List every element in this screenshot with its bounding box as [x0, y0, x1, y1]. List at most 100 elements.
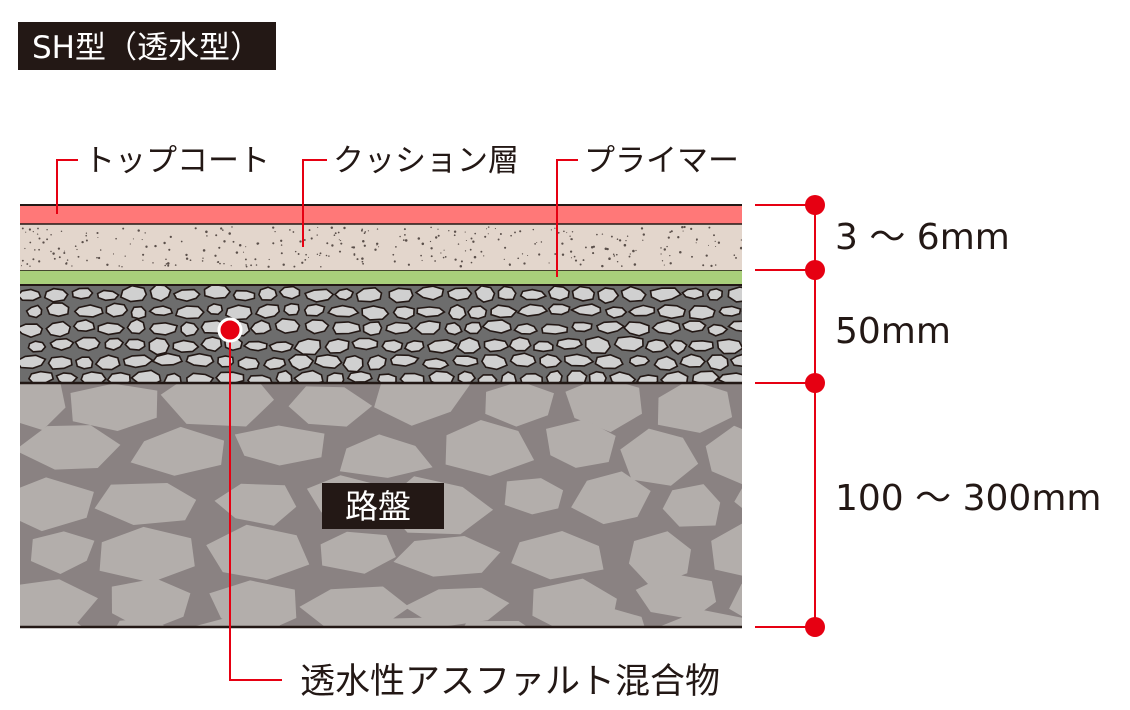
cushion-speckle: [330, 226, 334, 229]
cushion-speckle: [714, 240, 716, 242]
cushion-speckle: [26, 263, 29, 265]
asphalt-pebble: [148, 337, 171, 356]
asphalt-pebble: [463, 321, 483, 335]
cushion-speckle: [454, 258, 457, 261]
roadbed-stone: [20, 579, 98, 627]
cushion-speckle: [293, 265, 296, 268]
cushion-speckle: [574, 259, 578, 262]
cushion-speckle: [356, 258, 359, 261]
asphalt-pebble: [237, 356, 260, 371]
asphalt-pebble: [399, 372, 425, 383]
asphalt-pebble: [105, 302, 129, 318]
asphalt-pebble: [224, 304, 253, 321]
cushion-speckle: [274, 230, 276, 233]
cushion-speckle: [579, 263, 582, 266]
cushion-speckle: [163, 241, 166, 245]
topcoat-label: トップコート: [84, 143, 270, 179]
primer-label: プライマー: [584, 143, 739, 179]
asphalt-pebble: [304, 318, 330, 335]
asphalt-pebble: [681, 287, 704, 300]
cushion-speckle: [504, 246, 507, 249]
cushion-speckle: [36, 233, 39, 235]
asphalt-pebble: [588, 370, 607, 383]
cushion-speckle: [50, 233, 52, 236]
cushion-speckle: [304, 259, 307, 261]
asphalt-pebble: [381, 339, 404, 354]
cushion-speckle: [550, 229, 552, 231]
cushion-speckle: [592, 252, 595, 255]
asphalt-pebble: [497, 285, 517, 301]
asphalt-pebble: [258, 286, 278, 301]
cushion-speckle: [437, 234, 440, 237]
roadbed-stone: [99, 526, 195, 583]
cushion-speckle: [222, 229, 224, 231]
cushion-speckle: [168, 248, 171, 251]
cushion-speckle: [282, 263, 285, 266]
asphalt-pebble: [355, 286, 383, 303]
cushion-speckle: [474, 232, 477, 235]
cushion-speckle: [320, 265, 322, 268]
asphalt-pebble: [346, 370, 373, 383]
roadbed-stone: [734, 488, 742, 509]
asphalt-pebble: [342, 354, 364, 373]
asphalt-pebble: [727, 286, 742, 303]
roadbed-stone: [463, 621, 528, 627]
asphalt-pebble: [106, 371, 131, 383]
cushion-speckle: [430, 226, 432, 229]
cushion-speckle: [20, 265, 23, 267]
cushion-speckle: [86, 259, 88, 262]
cushion-speckle: [360, 229, 363, 232]
cushion-speckle: [464, 231, 466, 233]
cushion-speckle: [448, 230, 450, 232]
cushion-speckle: [464, 250, 467, 252]
cushion-speckle: [417, 237, 421, 240]
cushion-speckle: [37, 227, 39, 230]
asphalt-leader: [229, 330, 282, 681]
cushion-speckle: [663, 264, 665, 266]
asphalt-pebble: [597, 287, 620, 305]
topcoat-leader: [56, 159, 78, 214]
asphalt-pebble: [595, 320, 626, 335]
cushion-speckle: [180, 240, 183, 243]
cushion-speckle: [376, 228, 379, 230]
cushion-speckle: [434, 260, 436, 262]
cushion-speckle: [642, 233, 645, 236]
cushion-speckle: [669, 254, 671, 257]
cushion-speckle: [437, 228, 439, 230]
cushion-speckle: [235, 251, 239, 254]
cushion-speckle: [331, 244, 334, 247]
asphalt-pebble: [47, 355, 73, 370]
cushion-speckle: [499, 233, 502, 235]
asphalt-pebble: [333, 288, 355, 301]
roadbed-stone: [571, 471, 651, 525]
cushion-speckle: [469, 248, 472, 251]
asphalt-pebble: [653, 355, 679, 371]
cushion-speckle: [343, 226, 346, 230]
cushion-speckle: [623, 243, 627, 247]
cushion-speckle: [145, 245, 148, 248]
roadbed-stone: [662, 484, 721, 527]
cushion-speckle: [25, 231, 27, 233]
roadbed-stone: [192, 616, 280, 627]
cushion-speckle: [129, 243, 131, 245]
cushion-speckle: [21, 227, 24, 230]
cushion-speckle: [81, 240, 84, 244]
asphalt-pebble: [262, 356, 287, 371]
cushion-speckle: [115, 237, 117, 240]
asphalt-pebble: [681, 320, 707, 333]
cushion-speckle: [399, 235, 401, 238]
cushion-speckle: [24, 247, 26, 250]
cushion-speckle: [695, 238, 698, 241]
asphalt-pebble: [275, 369, 293, 383]
asphalt-pebble: [249, 319, 272, 335]
cushion-speckle: [443, 249, 445, 251]
cushion-speckle: [308, 229, 311, 232]
cushion-speckle: [362, 262, 364, 265]
asphalt-pebble: [293, 338, 322, 356]
asphalt-pebble: [656, 304, 687, 320]
asphalt-pebble: [268, 341, 295, 353]
cushion-speckle: [473, 255, 477, 259]
cushion-speckle: [705, 254, 708, 257]
cushion-speckle: [660, 253, 662, 255]
cushion-speckle: [497, 238, 500, 241]
